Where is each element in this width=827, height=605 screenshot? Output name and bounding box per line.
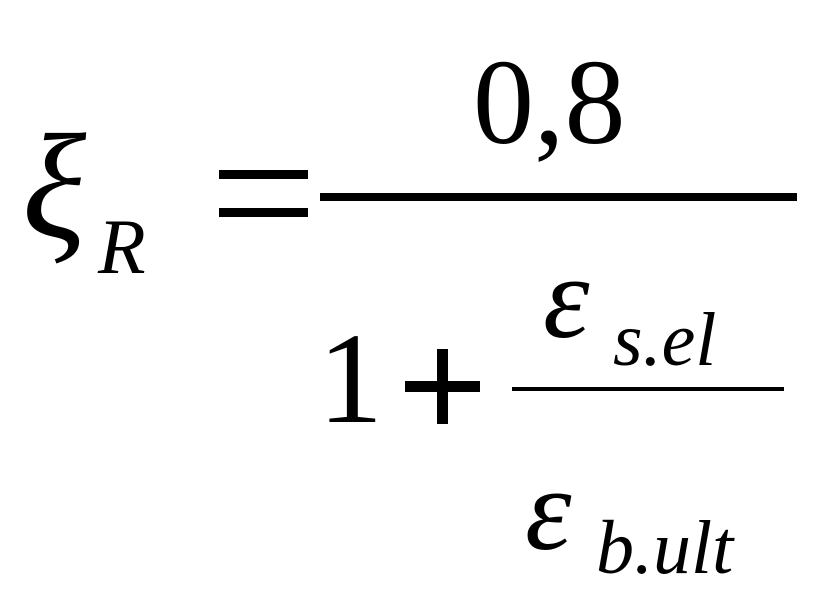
- inner-fraction-bar: [512, 387, 784, 391]
- epsilon-subscript-top: s.el: [613, 298, 717, 382]
- main-numerator: 0,8: [473, 35, 626, 170]
- xi-subscript: R: [98, 203, 146, 290]
- xi-symbol: ξ: [22, 104, 87, 270]
- epsilon-symbol-top: ε: [543, 232, 590, 363]
- denominator-one: 1: [318, 307, 383, 451]
- epsilon-subscript-bottom: b.ult: [596, 506, 734, 590]
- main-fraction-bar: [320, 193, 797, 201]
- equals-bar-top: [219, 170, 308, 179]
- epsilon-symbol-bottom: ε: [525, 444, 572, 575]
- equals-bar-bottom: [219, 208, 308, 217]
- plus-bar-vertical: [437, 349, 448, 424]
